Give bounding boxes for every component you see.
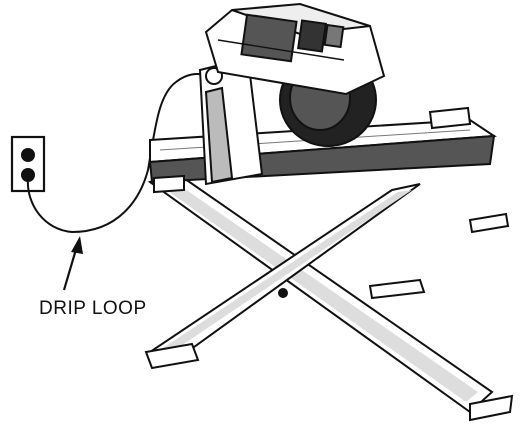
arrow-up-icon: [62, 236, 83, 291]
drip-loop-label: DRIP LOOP: [39, 298, 147, 319]
power-cord: [26, 73, 207, 234]
stand-legs: [144, 172, 514, 422]
saw-frame: [198, 56, 264, 186]
saw-motor: [204, 2, 386, 96]
